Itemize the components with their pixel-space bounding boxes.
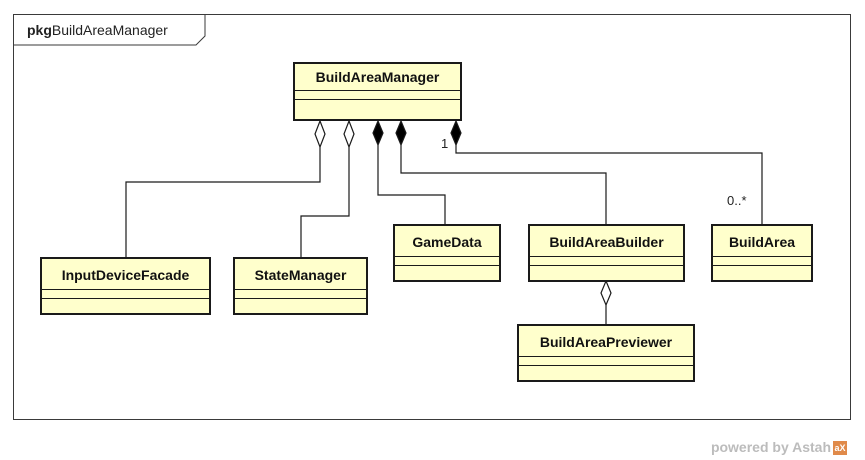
- class-build-area-builder[interactable]: BuildAreaBuilder: [528, 224, 685, 282]
- filled-diamond-icon: [395, 119, 407, 147]
- composition-game-data: [377, 145, 446, 224]
- operations-compartment: [530, 266, 683, 274]
- filled-diamond-icon: [372, 119, 384, 147]
- operations-compartment: [235, 299, 366, 307]
- class-name: StateManager: [235, 259, 366, 290]
- class-build-area-previewer[interactable]: BuildAreaPreviewer: [517, 324, 695, 382]
- multiplicity-target: 0..*: [727, 193, 747, 208]
- class-name: GameData: [395, 226, 499, 257]
- attributes-compartment: [42, 290, 209, 299]
- class-build-area-manager[interactable]: BuildAreaManager: [293, 62, 462, 121]
- attributes-compartment: [519, 357, 693, 366]
- attributes-compartment: [235, 290, 366, 299]
- composition-build-area: [455, 145, 763, 224]
- aggregation-state-manager: [300, 147, 350, 257]
- class-name: BuildAreaBuilder: [530, 226, 683, 257]
- class-state-manager[interactable]: StateManager: [233, 257, 368, 315]
- class-name: BuildAreaPreviewer: [519, 326, 693, 357]
- operations-compartment: [395, 266, 499, 274]
- hollow-diamond-icon: [600, 279, 612, 307]
- package-frame: [13, 14, 851, 420]
- operations-compartment: [519, 366, 693, 374]
- multiplicity-source: 1: [441, 136, 449, 151]
- class-name: BuildArea: [713, 226, 811, 257]
- astah-logo-icon: aX: [833, 441, 847, 456]
- attributes-compartment: [713, 257, 811, 266]
- class-build-area[interactable]: BuildArea: [711, 224, 813, 282]
- package-label: pkgBuildAreaManager: [27, 22, 168, 38]
- class-game-data[interactable]: GameData: [393, 224, 501, 282]
- package-name: BuildAreaManager: [51, 22, 168, 38]
- filled-diamond-icon: [450, 119, 462, 147]
- aggregation-input-device-facade: [125, 147, 321, 257]
- operations-compartment: [713, 266, 811, 274]
- hollow-diamond-icon: [314, 119, 326, 149]
- class-input-device-facade[interactable]: InputDeviceFacade: [40, 257, 211, 315]
- composition-build-area-builder: [400, 145, 607, 224]
- operations-compartment: [295, 100, 460, 108]
- class-name: BuildAreaManager: [295, 64, 460, 91]
- attributes-compartment: [295, 91, 460, 100]
- hollow-diamond-icon: [343, 119, 355, 149]
- package-tab: [13, 14, 206, 46]
- watermark-text: powered by Astah: [710, 439, 831, 455]
- package-keyword: pkg: [27, 22, 52, 38]
- operations-compartment: [42, 299, 209, 307]
- attributes-compartment: [395, 257, 499, 266]
- class-name: InputDeviceFacade: [42, 259, 209, 290]
- attributes-compartment: [530, 257, 683, 266]
